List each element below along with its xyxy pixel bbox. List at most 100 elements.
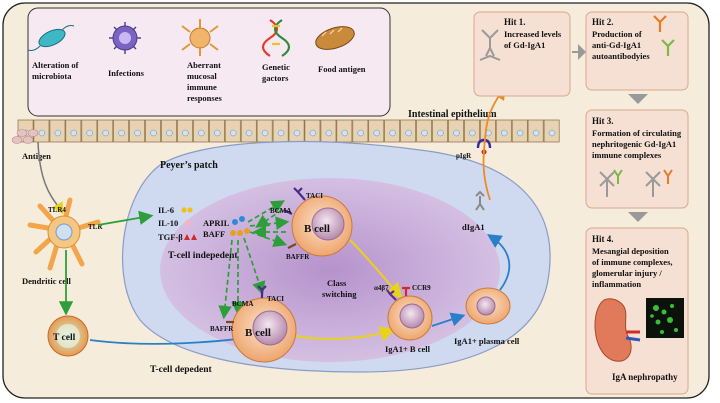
t-cell-dependent-label: T-cell depedent [150, 365, 212, 375]
epithelial-nucleus [389, 129, 396, 137]
epithelial-nucleus [293, 129, 301, 137]
baffr-top-receptor [287, 243, 297, 249]
hit4-line2: of immune complexes, [592, 257, 673, 267]
intestinal-epithelium [17, 119, 560, 143]
epithelial-nucleus [182, 129, 189, 137]
epithelial-nucleus [118, 129, 125, 137]
taci-bottom-label: TACI [267, 295, 284, 303]
a4b7-label: α4β7 [374, 284, 389, 292]
baff-label: BAFF [203, 229, 225, 239]
epithelial-nucleus [516, 129, 524, 137]
hit2-box [585, 11, 689, 91]
epithelial-nucleus [405, 129, 412, 137]
april-dot [232, 219, 238, 225]
pigr-label: pIgR [456, 152, 472, 160]
immune-complex-icon [599, 169, 673, 197]
epithelial-nucleus [214, 129, 221, 137]
hit2-line3: autoantibodyies [592, 51, 650, 61]
hit3-title: Hit 3. [592, 116, 614, 126]
epithelial-nucleus [309, 129, 317, 137]
epithelial-nucleus [469, 129, 476, 137]
dna-icon [261, 19, 291, 57]
epithelial-nucleus [532, 129, 540, 137]
hit4-title: Hit 4. [592, 234, 614, 244]
epithelial-nucleus [261, 129, 269, 137]
tlr-label: TLR [88, 223, 103, 231]
il6-dot [187, 207, 193, 213]
hit4-line3: glomerular injury / [592, 268, 662, 278]
ccr9-label: CCR9 [412, 284, 431, 292]
hit2-title: Hit 2. [592, 17, 614, 27]
epithelial-nucleus [54, 129, 62, 137]
epithelial-nucleus [38, 129, 46, 137]
autoantibody-icon [653, 15, 675, 56]
hit3-line3: immune complexes [592, 150, 662, 160]
trigger-microbiota-l1: Alteration of [32, 60, 79, 70]
gd-iga1-icon [479, 29, 501, 61]
baffr-bottom-label: BAFFR [210, 325, 234, 333]
trigger-aberrant-l2: mucosal [187, 71, 217, 81]
tgfb-label: TGF-β [158, 232, 183, 242]
tgfb-triangles [184, 234, 197, 240]
epithelium-label: Intestinal epithelium [408, 109, 497, 120]
il6-label: IL-6 [158, 205, 174, 215]
epithelial-nucleus [341, 129, 349, 137]
dendritic-cell [27, 197, 101, 271]
epithelial-nucleus [453, 129, 460, 137]
hit1-line2: of Gd-IgA1 [504, 40, 545, 50]
class-switching-l2: switching [322, 289, 357, 299]
trigger-infections: Infections [108, 68, 145, 78]
taci-top-receptor [293, 187, 306, 201]
b-cell-top-label: B cell [304, 223, 330, 235]
hit4-line4: inflammation [592, 279, 641, 289]
trigger-microbiota-l2: microbiota [32, 71, 72, 81]
tlr4-label: TLR4 [48, 206, 66, 214]
hit3-line1: Formation of circulating [592, 128, 682, 138]
trigger-food: Food antigen [318, 64, 366, 74]
t-cell-label: T cell [53, 333, 76, 343]
epithelial-nucleus [166, 129, 173, 137]
baffr-top-label: BAFFR [286, 253, 310, 261]
diga1-icon [475, 190, 485, 211]
antigen-label: Antigen [22, 151, 51, 161]
epithelial-nucleus [70, 129, 78, 137]
epithelial-nucleus [86, 129, 93, 137]
il6-dot [181, 207, 187, 213]
trigger-genetic-l2: gactors [262, 73, 289, 83]
a4b7-receptor [386, 289, 397, 301]
diga1-label: dIgA1 [462, 222, 485, 232]
iga1-b-cell [387, 295, 433, 341]
peyers-patch-label: Peyer’s patch [160, 160, 218, 171]
immune-cell-icon [181, 19, 219, 56]
b-cell-top [291, 195, 353, 257]
trigger-genetic-l1: Genetic [262, 62, 290, 72]
ccr9-receptor [402, 286, 410, 296]
iga1-plasma-cell-label: IgA1+ plasma cell [454, 336, 520, 346]
bcma-top-label: BCMA [270, 207, 291, 215]
t-cell [47, 315, 89, 357]
iga1-b-cell-label: IgA1+ B cell [385, 344, 431, 354]
epithelial-nucleus [437, 129, 444, 137]
trigger-aberrant-l4: responses [187, 93, 222, 103]
epithelial-nucleus [102, 129, 109, 137]
b-cell-bottom-label: B cell [245, 327, 271, 339]
epithelial-nucleus [150, 129, 157, 137]
trigger-aberrant-l3: immune [187, 82, 217, 92]
epithelial-nucleus [325, 129, 333, 137]
t-cell-independent-label: T-cell indepedent [168, 251, 238, 261]
bcma-bottom-label: BCMA [232, 300, 253, 308]
kidney-icon [594, 298, 641, 362]
il10-label: IL-10 [158, 218, 178, 228]
b-cell-bottom [231, 297, 297, 363]
epithelial-nucleus [198, 129, 205, 137]
epithelial-nucleus [245, 129, 253, 137]
hit4-line1: Mesangial deposition [592, 246, 669, 256]
microbiota-icon [27, 25, 75, 51]
epithelial-nucleus [421, 129, 428, 137]
epithelial-nucleus [500, 129, 508, 137]
april-label: APRIL [203, 218, 230, 228]
bread-icon [315, 26, 355, 50]
hit2-line2: anti-Gd-IgA1 [592, 40, 641, 50]
